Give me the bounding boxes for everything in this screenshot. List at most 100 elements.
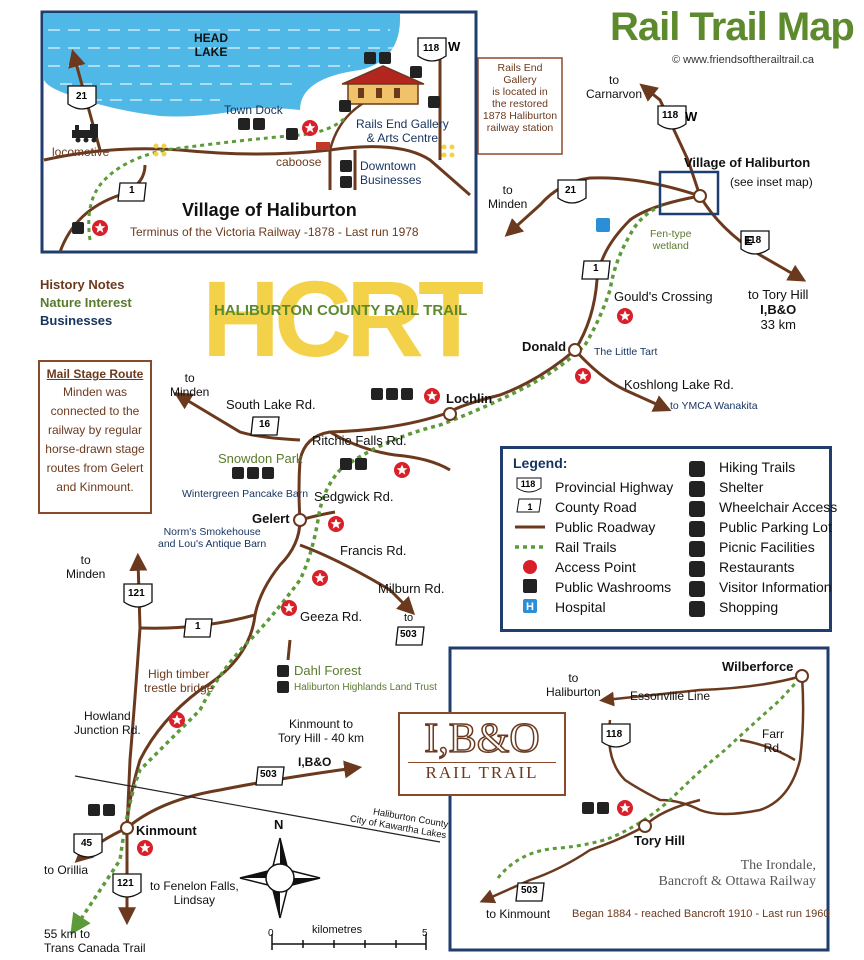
legend-shopping: Shopping xyxy=(719,599,779,615)
land-trust: Haliburton Highlands Land Trust xyxy=(294,682,437,693)
railway-crossing-marks xyxy=(153,143,455,158)
locomotive-icon xyxy=(72,124,98,143)
shield-label: 16 xyxy=(259,419,271,430)
rails-end-gallery-building xyxy=(341,65,425,105)
amenity-icons xyxy=(72,52,440,816)
francis-rd: Francis Rd. xyxy=(340,543,407,558)
ibo-to-kinmount: to Kinmount xyxy=(486,907,551,921)
shield-label: 121 xyxy=(128,588,145,599)
wilberforce-label: Wilberforce xyxy=(722,659,794,674)
map-title: Rail Trail Map xyxy=(610,5,855,49)
legend-rail-trails: Rail Trails xyxy=(555,539,617,555)
hcrt-name: HALIBURTON COUNTY RAIL TRAIL xyxy=(214,302,468,319)
town-dock-label: Town Dock xyxy=(224,103,283,117)
shield-label: 118 xyxy=(662,110,679,121)
access-point-icon xyxy=(302,120,318,136)
to-fenelon: to Fenelon Falls,Lindsay xyxy=(150,879,239,907)
shield-label: 21 xyxy=(76,91,88,102)
access-point-icon xyxy=(312,570,328,586)
haliburton-node xyxy=(693,189,707,203)
scale-label: kilometres xyxy=(312,924,363,936)
kinmount-label: Kinmount xyxy=(136,823,197,838)
access-point-icon xyxy=(617,308,633,324)
milburn-rd: Milburn Rd. xyxy=(378,581,445,596)
access-point-icon xyxy=(328,516,344,532)
access-point-icon xyxy=(575,368,591,384)
shield-label: 1 xyxy=(195,621,201,632)
north-label: N xyxy=(274,817,284,832)
hcrt-letters: HCRT xyxy=(202,258,483,379)
shield-label: 503 xyxy=(521,885,538,896)
scale-bar xyxy=(271,934,427,950)
access-point-icon xyxy=(137,840,153,856)
legend-provincial-highway: Provincial Highway xyxy=(555,479,674,495)
legend-parking: Public Parking Lot xyxy=(719,519,832,535)
gelert-label: Gelert xyxy=(252,511,290,526)
haliburton-inset-map xyxy=(40,10,478,254)
south-lake-rd: South Lake Rd. xyxy=(226,397,316,412)
village-label: Village of Haliburton xyxy=(684,155,811,170)
legend-county-road: County Road xyxy=(555,499,637,515)
legend-hospital: Hospital xyxy=(555,599,606,615)
goulds-crossing: Gould's Crossing xyxy=(614,289,713,304)
key-history: History Notes xyxy=(40,277,125,292)
legend-public-washrooms: Public Washrooms xyxy=(555,579,672,595)
gallery-note-box xyxy=(477,57,563,155)
access-point-icon xyxy=(394,462,410,478)
donald-label: Donald xyxy=(522,339,567,354)
shield-label: 503 xyxy=(400,629,417,640)
wintergreen-label: Wintergreen Pancake Barn xyxy=(182,488,309,500)
legend-box: Legend: 118 1 H Provincial Highway Count… xyxy=(500,446,837,632)
ibo-logo: I,B&O RAIL TRAIL xyxy=(398,712,566,796)
see-inset-label: (see inset map) xyxy=(730,175,813,189)
legend-restaurants: Restaurants xyxy=(719,559,795,575)
ibo-history: Began 1884 - reached Bancroft 1910 - Las… xyxy=(572,908,830,920)
hospital-icon xyxy=(596,218,610,232)
essonville-label: Essonville Line xyxy=(630,689,711,703)
legend-access-point: Access Point xyxy=(555,559,636,575)
legend-wheelchair: Wheelchair Access xyxy=(719,499,838,515)
geeza-rd: Geeza Rd. xyxy=(300,609,363,624)
to-503: to xyxy=(404,612,414,624)
direction-label: W xyxy=(448,39,461,54)
rails-end-label: Rails End Gallery& Arts Centre xyxy=(356,117,449,145)
county-line xyxy=(74,775,441,843)
compass-rose xyxy=(239,837,321,919)
ibo-railway-name: The Irondale,Bancroft & Ottawa Railway xyxy=(658,858,816,890)
lochlin-label: Lochlin xyxy=(446,391,493,406)
inset-locator-box xyxy=(658,170,720,216)
tory-hill-label: Tory Hill xyxy=(634,833,686,848)
kinmount-node xyxy=(120,821,134,835)
shield-label: 121 xyxy=(117,878,134,889)
legend-shelter: Shelter xyxy=(719,479,764,495)
shield-label: 503 xyxy=(260,769,277,780)
dahl-forest: Dahl Forest xyxy=(294,663,362,678)
locomotive-label: locomotive xyxy=(52,145,110,159)
little-tart: The Little Tart xyxy=(594,346,658,358)
key-business: Businesses xyxy=(40,313,113,328)
legend-title: Legend: xyxy=(513,455,568,471)
shield-label: 21 xyxy=(565,185,577,196)
scale-0: 0 xyxy=(268,928,274,939)
scale-5: 5 xyxy=(422,928,428,939)
lochlin-node xyxy=(443,407,457,421)
access-point-icon xyxy=(281,600,297,616)
caboose-icon xyxy=(316,142,330,150)
ymca-label: to YMCA Wanakita xyxy=(670,400,758,412)
